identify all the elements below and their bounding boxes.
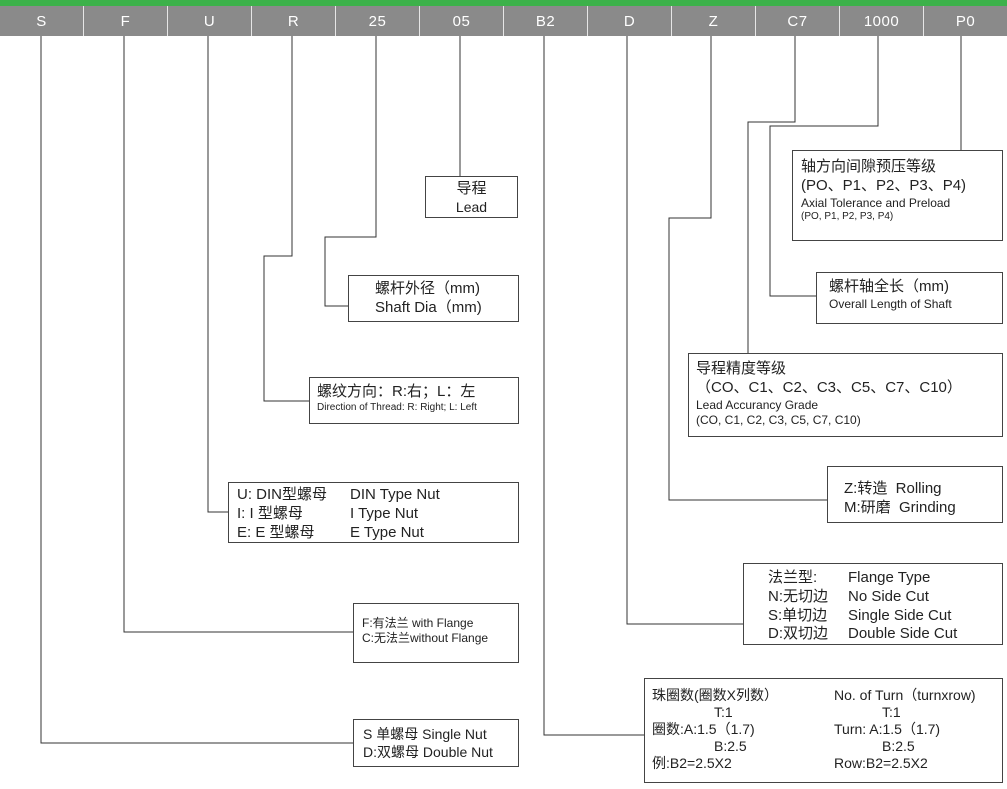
nut-type-row: I: I 型螺母 I Type Nut bbox=[237, 505, 518, 524]
nut-type-code: I: I 型螺母 bbox=[237, 504, 303, 522]
preload-en-codes: (PO, P1, P2, P3, P4) bbox=[801, 210, 894, 222]
f-line bbox=[123, 36, 353, 633]
code-cell-12: P0 bbox=[955, 12, 976, 30]
flange-type-name: No Side Cut bbox=[848, 587, 929, 605]
flange-type-code: S:单切边 bbox=[768, 606, 828, 624]
lead-en: Lead bbox=[455, 198, 488, 215]
turns-left-line: 例:B2=2.5X2 bbox=[652, 755, 732, 771]
flange-without: C:无法兰without Flange bbox=[362, 631, 489, 645]
lead-box: 导程 Lead bbox=[425, 176, 518, 218]
nut-count-box: S 单螺母 Single Nut D:双螺母 Double Nut bbox=[353, 719, 519, 767]
code-cell-4: R bbox=[252, 6, 336, 36]
flange-type-name: Double Side Cut bbox=[848, 625, 958, 643]
single-nut: S 单螺母 Single Nut bbox=[363, 726, 487, 742]
length-cn: 螺杆轴全长（mm) bbox=[829, 278, 949, 295]
s-line bbox=[40, 36, 353, 744]
top-accent-bar bbox=[0, 0, 1007, 6]
flange-type-code: 法兰型: bbox=[768, 569, 818, 586]
code-cell-6: 05 bbox=[420, 6, 504, 36]
flange-type-name: Single Side Cut bbox=[848, 606, 952, 624]
grade-cn-codes: （CO、C1、C2、C3、C5、C7、C10） bbox=[696, 378, 962, 396]
flange-type-row: N:无切边 No Side Cut bbox=[768, 588, 1002, 607]
turns-right-line: Turn: A:1.5（1.7) bbox=[834, 721, 941, 737]
flange-with: F:有法兰 with Flange bbox=[362, 616, 474, 630]
turns-right-line: B:2.5 bbox=[882, 738, 915, 754]
nut-type-code: U: DIN型螺母 bbox=[237, 486, 328, 503]
code-cell-9: Z bbox=[672, 6, 756, 36]
r-line bbox=[263, 36, 309, 402]
preload-en: Axial Tolerance and Preload bbox=[801, 195, 951, 210]
turns-left-line: 圈数:A:1.5（1.7) bbox=[652, 721, 755, 737]
nut-type-row: E: E 型螺母 E Type Nut bbox=[237, 524, 518, 543]
turns-left-line: 珠圈数(圈数X列数） bbox=[652, 687, 778, 703]
flange-type-row: 法兰型: Flange Type bbox=[768, 569, 1002, 588]
turns-left-line: B:2.5 bbox=[714, 738, 747, 754]
flange-box: F:有法兰 with Flange C:无法兰without Flange bbox=[353, 603, 519, 663]
flange-type-code: D:双切边 bbox=[768, 625, 829, 643]
grinding: M:研磨 Grinding bbox=[844, 498, 956, 516]
thread-direction-box: 螺纹方向：R:右；L：左 Direction of Thread: R: Rig… bbox=[309, 377, 519, 424]
nut-type-name: I Type Nut bbox=[350, 504, 419, 522]
b2-line bbox=[543, 36, 644, 736]
code-cell-1: S bbox=[0, 6, 84, 36]
code-cell-2: F bbox=[84, 6, 168, 36]
grade-en-codes: (CO, C1, C2, C3, C5, C7, C10) bbox=[696, 412, 861, 427]
d-line bbox=[626, 36, 743, 625]
nut-type-name: E Type Nut bbox=[350, 523, 424, 541]
thread-en: Direction of Thread: R: Right; L: Left bbox=[317, 401, 477, 413]
grade-cn: 导程精度等级 bbox=[696, 360, 787, 377]
25-line bbox=[324, 36, 377, 307]
process-box: Z:转造 Rolling M:研磨 Grinding bbox=[827, 466, 1003, 523]
lead-grade-box: 导程精度等级 （CO、C1、C2、C3、C5、C7、C10） Lead Accu… bbox=[688, 353, 1003, 437]
turns-right-line: No. of Turn（turnxrow) bbox=[834, 687, 976, 703]
c7-line bbox=[688, 36, 796, 394]
code-cell-10: C7 bbox=[756, 6, 840, 36]
thread-cn: 螺纹方向：R:右；L：左 bbox=[317, 383, 476, 400]
nut-type-name: DIN Type Nut bbox=[350, 486, 440, 503]
shaft-dia-box: 螺杆外径（mm) Shaft Dia（mm) bbox=[348, 275, 519, 322]
flange-type-name: Flange Type bbox=[848, 569, 931, 586]
preload-cn: 轴方向间隙预压等级 bbox=[801, 158, 937, 175]
code-cell-3: U bbox=[168, 6, 252, 36]
preload-box: 轴方向间隙预压等级 (PO、P1、P2、P3、P4) Axial Toleran… bbox=[792, 150, 1003, 241]
z-line bbox=[668, 36, 827, 501]
1000-line bbox=[769, 36, 879, 297]
code-cell-8: D bbox=[588, 6, 672, 36]
grade-en: Lead Accurancy Grade bbox=[696, 397, 819, 412]
turns-left-line: T:1 bbox=[714, 704, 733, 720]
code-cell-5: 25 bbox=[336, 6, 420, 36]
flange-type-row: D:双切边 Double Side Cut bbox=[768, 625, 1002, 644]
lead-cn: 导程 bbox=[456, 180, 487, 197]
turns-right-line: Row:B2=2.5X2 bbox=[834, 755, 928, 771]
nut-type-row: U: DIN型螺母 DIN Type Nut bbox=[237, 486, 518, 505]
rolling: Z:转造 Rolling bbox=[844, 480, 942, 497]
preload-cn-codes: (PO、P1、P2、P3、P4) bbox=[801, 176, 967, 194]
nut-type-code: E: E 型螺母 bbox=[237, 523, 315, 541]
length-en: Overall Length of Shaft bbox=[829, 296, 952, 311]
code-cell-11: 1000 bbox=[840, 6, 924, 36]
shaft-dia-cn: 螺杆外径（mm) bbox=[375, 280, 480, 297]
flange-type-row: S:单切边 Single Side Cut bbox=[768, 607, 1002, 626]
u-line bbox=[207, 36, 228, 513]
double-nut: D:双螺母 Double Nut bbox=[363, 743, 493, 760]
turns-right-line: T:1 bbox=[882, 704, 901, 720]
code-cell-7: B2 bbox=[504, 6, 588, 36]
length-box: 螺杆轴全长（mm) Overall Length of Shaft bbox=[816, 272, 1003, 324]
shaft-dia-en: Shaft Dia（mm) bbox=[375, 298, 482, 316]
flange-type-code: N:无切边 bbox=[768, 587, 829, 605]
